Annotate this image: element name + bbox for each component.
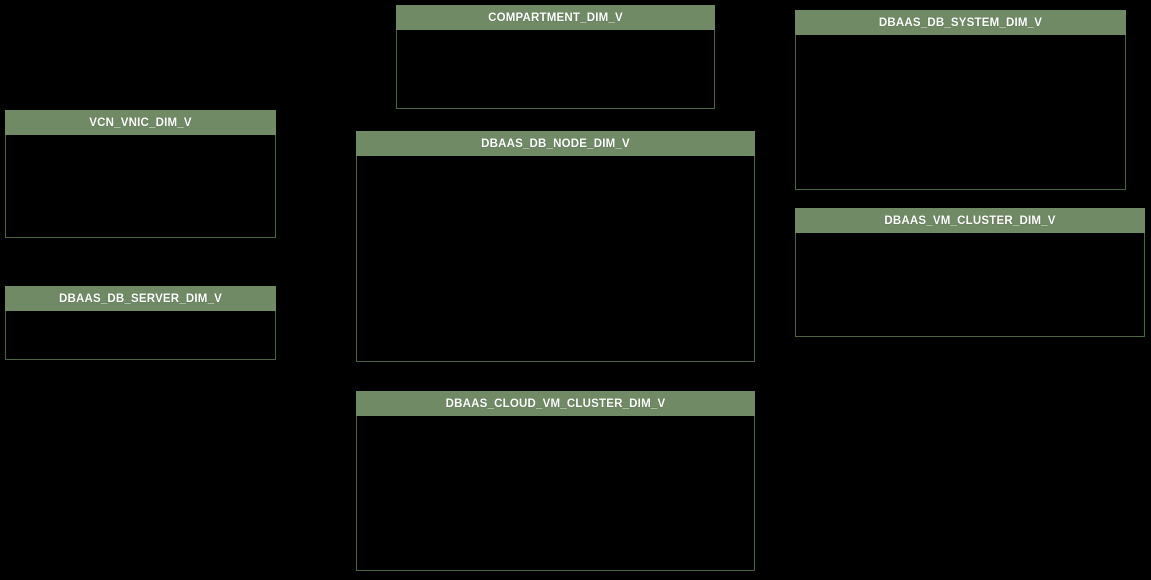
entity-dbaas-cloud-vm-cluster-dim-v[interactable]: DBAAS_CLOUD_VM_CLUSTER_DIM_V xyxy=(356,391,755,571)
entity-body-dbaas-db-node-dim-v xyxy=(356,156,755,362)
entity-header-dbaas-vm-cluster-dim-v[interactable]: DBAAS_VM_CLUSTER_DIM_V xyxy=(795,208,1145,233)
entity-vcn-vnic-dim-v[interactable]: VCN_VNIC_DIM_V xyxy=(5,110,276,238)
entity-dbaas-db-system-dim-v[interactable]: DBAAS_DB_SYSTEM_DIM_V xyxy=(795,10,1126,190)
entity-header-compartment-dim-v[interactable]: COMPARTMENT_DIM_V xyxy=(396,5,715,30)
entity-body-dbaas-db-system-dim-v xyxy=(795,35,1126,190)
entity-body-compartment-dim-v xyxy=(396,30,715,109)
entity-body-dbaas-cloud-vm-cluster-dim-v xyxy=(356,416,755,571)
entity-body-dbaas-db-server-dim-v xyxy=(5,311,276,360)
entity-header-dbaas-cloud-vm-cluster-dim-v[interactable]: DBAAS_CLOUD_VM_CLUSTER_DIM_V xyxy=(356,391,755,416)
entity-header-dbaas-db-node-dim-v[interactable]: DBAAS_DB_NODE_DIM_V xyxy=(356,131,755,156)
entity-header-vcn-vnic-dim-v[interactable]: VCN_VNIC_DIM_V xyxy=(5,110,276,135)
entity-dbaas-vm-cluster-dim-v[interactable]: DBAAS_VM_CLUSTER_DIM_V xyxy=(795,208,1145,337)
entity-dbaas-db-server-dim-v[interactable]: DBAAS_DB_SERVER_DIM_V xyxy=(5,286,276,360)
entity-dbaas-db-node-dim-v[interactable]: DBAAS_DB_NODE_DIM_V xyxy=(356,131,755,362)
entity-body-vcn-vnic-dim-v xyxy=(5,135,276,238)
entity-header-dbaas-db-system-dim-v[interactable]: DBAAS_DB_SYSTEM_DIM_V xyxy=(795,10,1126,35)
entity-compartment-dim-v[interactable]: COMPARTMENT_DIM_V xyxy=(396,5,715,109)
entity-body-dbaas-vm-cluster-dim-v xyxy=(795,233,1145,337)
entity-header-dbaas-db-server-dim-v[interactable]: DBAAS_DB_SERVER_DIM_V xyxy=(5,286,276,311)
